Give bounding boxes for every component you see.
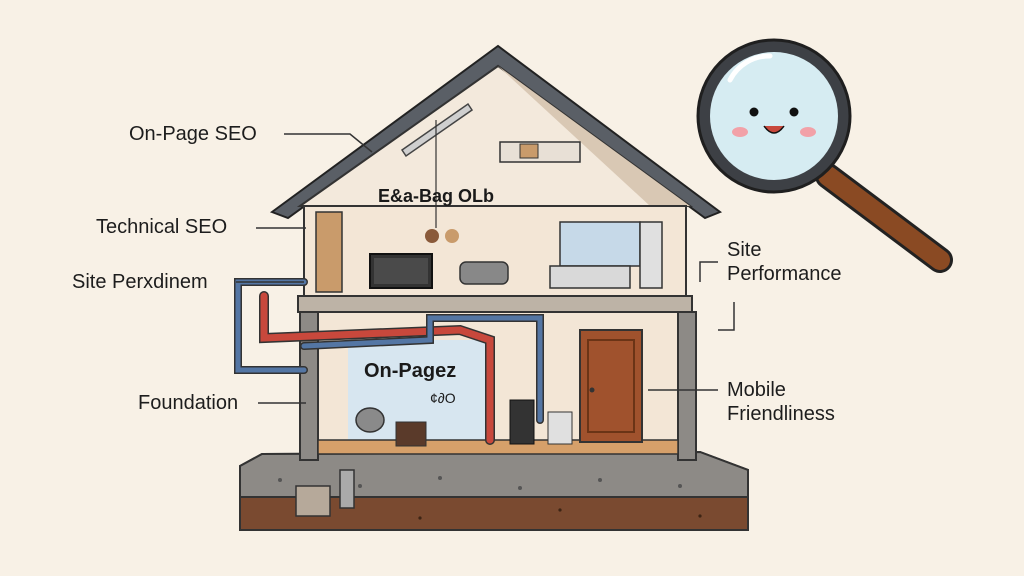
label-site-performance-right: Site bbox=[727, 239, 762, 261]
ground-floor-sign: On-Pagez bbox=[364, 360, 457, 382]
label-foundation: Foundation bbox=[138, 392, 239, 414]
label-mobile-friendliness-2: Friendliness bbox=[727, 403, 835, 425]
upper-floor bbox=[303, 120, 687, 299]
floor-slab bbox=[297, 295, 693, 313]
label-on-page-seo: On-Page SEO bbox=[129, 123, 257, 145]
plumbing-pipes bbox=[234, 278, 544, 445]
label-site-performance-right-2: Performance bbox=[727, 263, 842, 285]
foundation-ground bbox=[239, 450, 749, 531]
label-technical-seo: Technical SEO bbox=[96, 216, 228, 238]
magnifying-glass-mascot-icon bbox=[696, 38, 953, 273]
label-mobile-friendliness: Mobile bbox=[727, 379, 786, 401]
label-site-performance-left: Site Perxdinem bbox=[72, 271, 208, 293]
roof bbox=[269, 44, 723, 220]
leader-lines bbox=[236, 133, 735, 404]
ground-floor-subtext: ¢∂O bbox=[430, 390, 456, 406]
attic-sign: E&a-Bag OLb bbox=[378, 186, 495, 206]
